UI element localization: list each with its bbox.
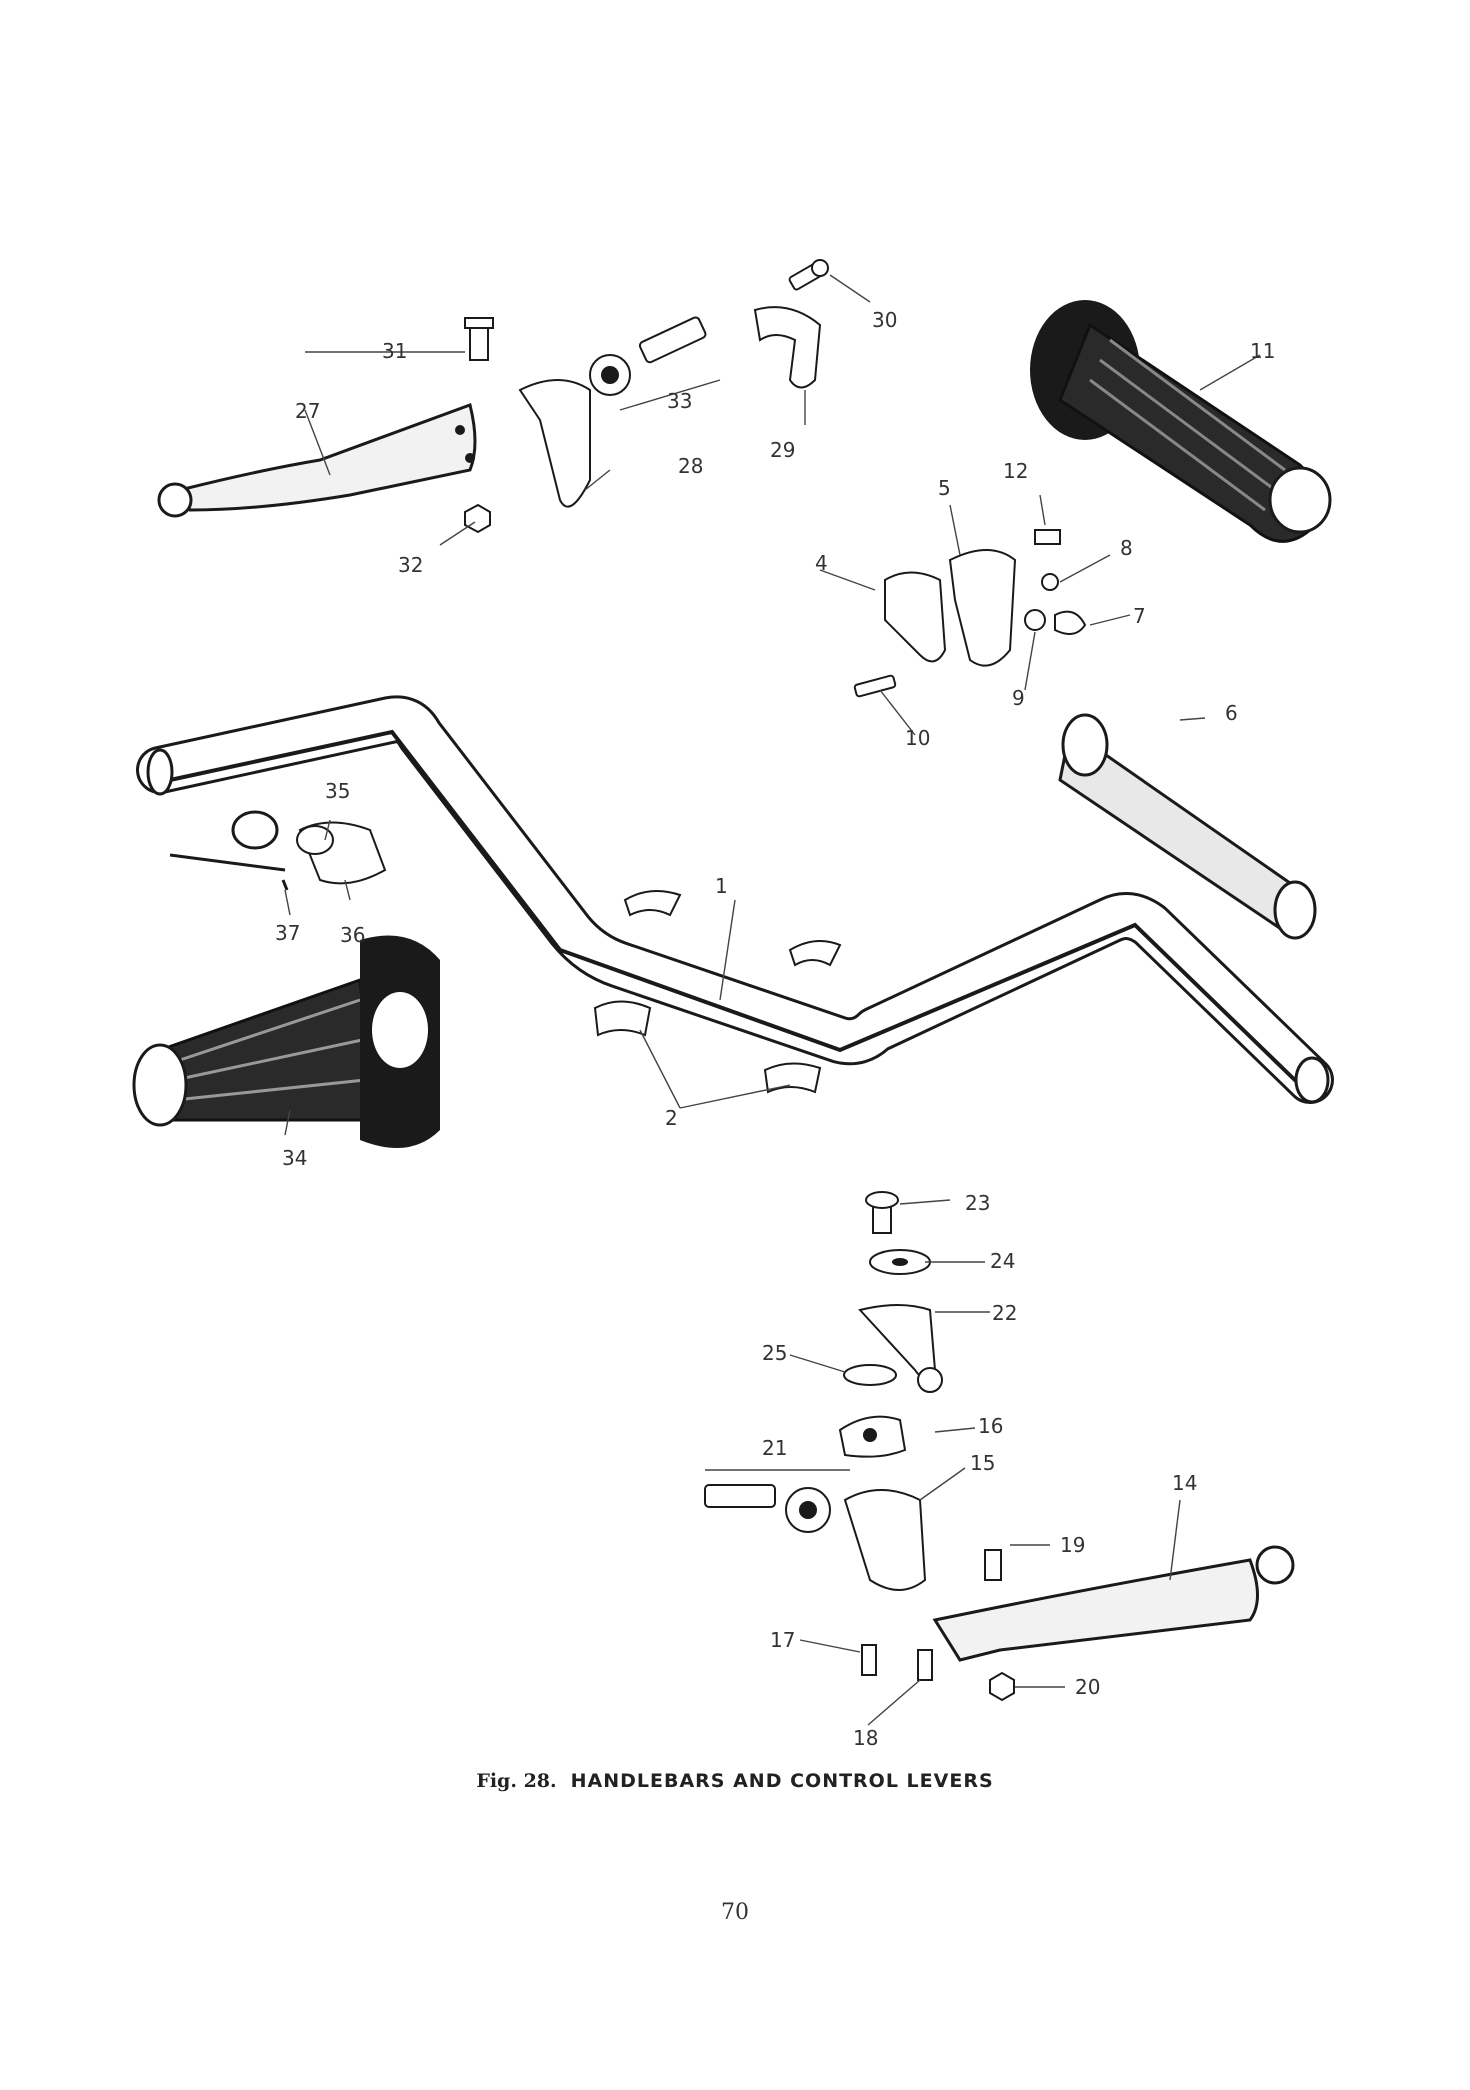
callout-11: 11 (1250, 339, 1275, 363)
clutch-lever-assembly (157, 316, 707, 534)
callout-8: 8 (1120, 536, 1133, 560)
right-grip (1030, 300, 1332, 543)
twist-grip-housing (853, 529, 1087, 698)
callout-16: 16 (978, 1414, 1003, 1438)
callout-37: 37 (275, 921, 300, 945)
callout-labels: 1 2 4 5 6 7 8 9 10 11 12 14 15 16 17 18 … (275, 308, 1275, 1750)
callout-1: 1 (715, 874, 728, 898)
page-number: 70 (721, 1900, 749, 1925)
callout-28: 28 (678, 454, 703, 478)
callout-6: 6 (1225, 701, 1238, 725)
handlebar (136, 695, 1334, 1104)
lever-clamp-cap (753, 259, 829, 389)
figure-caption: Fig. 28. HANDLEBARS AND CONTROL LEVERS (0, 1770, 1470, 1792)
callout-20: 20 (1075, 1675, 1100, 1699)
callout-4: 4 (815, 551, 828, 575)
callout-9: 9 (1012, 686, 1025, 710)
callout-7: 7 (1133, 604, 1146, 628)
callout-34: 34 (282, 1146, 307, 1170)
callout-36: 36 (340, 923, 365, 947)
callout-35: 35 (325, 779, 350, 803)
callout-10: 10 (905, 726, 930, 750)
callout-30: 30 (872, 308, 897, 332)
callout-22: 22 (992, 1301, 1017, 1325)
callout-18: 18 (853, 1726, 878, 1750)
callout-19: 19 (1060, 1533, 1085, 1557)
dip-switch-assembly (169, 810, 387, 891)
callout-32: 32 (398, 553, 423, 577)
callout-17: 17 (770, 1628, 795, 1652)
callout-5: 5 (938, 476, 951, 500)
callout-15: 15 (970, 1451, 995, 1475)
callout-31: 31 (382, 339, 407, 363)
callout-27: 27 (295, 399, 320, 423)
callout-33: 33 (667, 389, 692, 413)
callout-2: 2 (665, 1106, 678, 1130)
figure-title: HANDLEBARS AND CONTROL LEVERS (570, 1770, 994, 1792)
figure-label: Fig. 28. (476, 1770, 557, 1792)
callout-12: 12 (1003, 459, 1028, 483)
twist-grip-sleeve (1058, 713, 1317, 940)
callout-24: 24 (990, 1249, 1015, 1273)
handlebar-clips (593, 890, 842, 1094)
callout-23: 23 (965, 1191, 990, 1215)
callout-14: 14 (1172, 1471, 1197, 1495)
callout-25: 25 (762, 1341, 787, 1365)
leader-lines (284, 274, 1261, 1726)
left-grip (132, 935, 440, 1148)
brake-lever-assembly (704, 1191, 1295, 1702)
callout-29: 29 (770, 438, 795, 462)
callout-21: 21 (762, 1436, 787, 1460)
